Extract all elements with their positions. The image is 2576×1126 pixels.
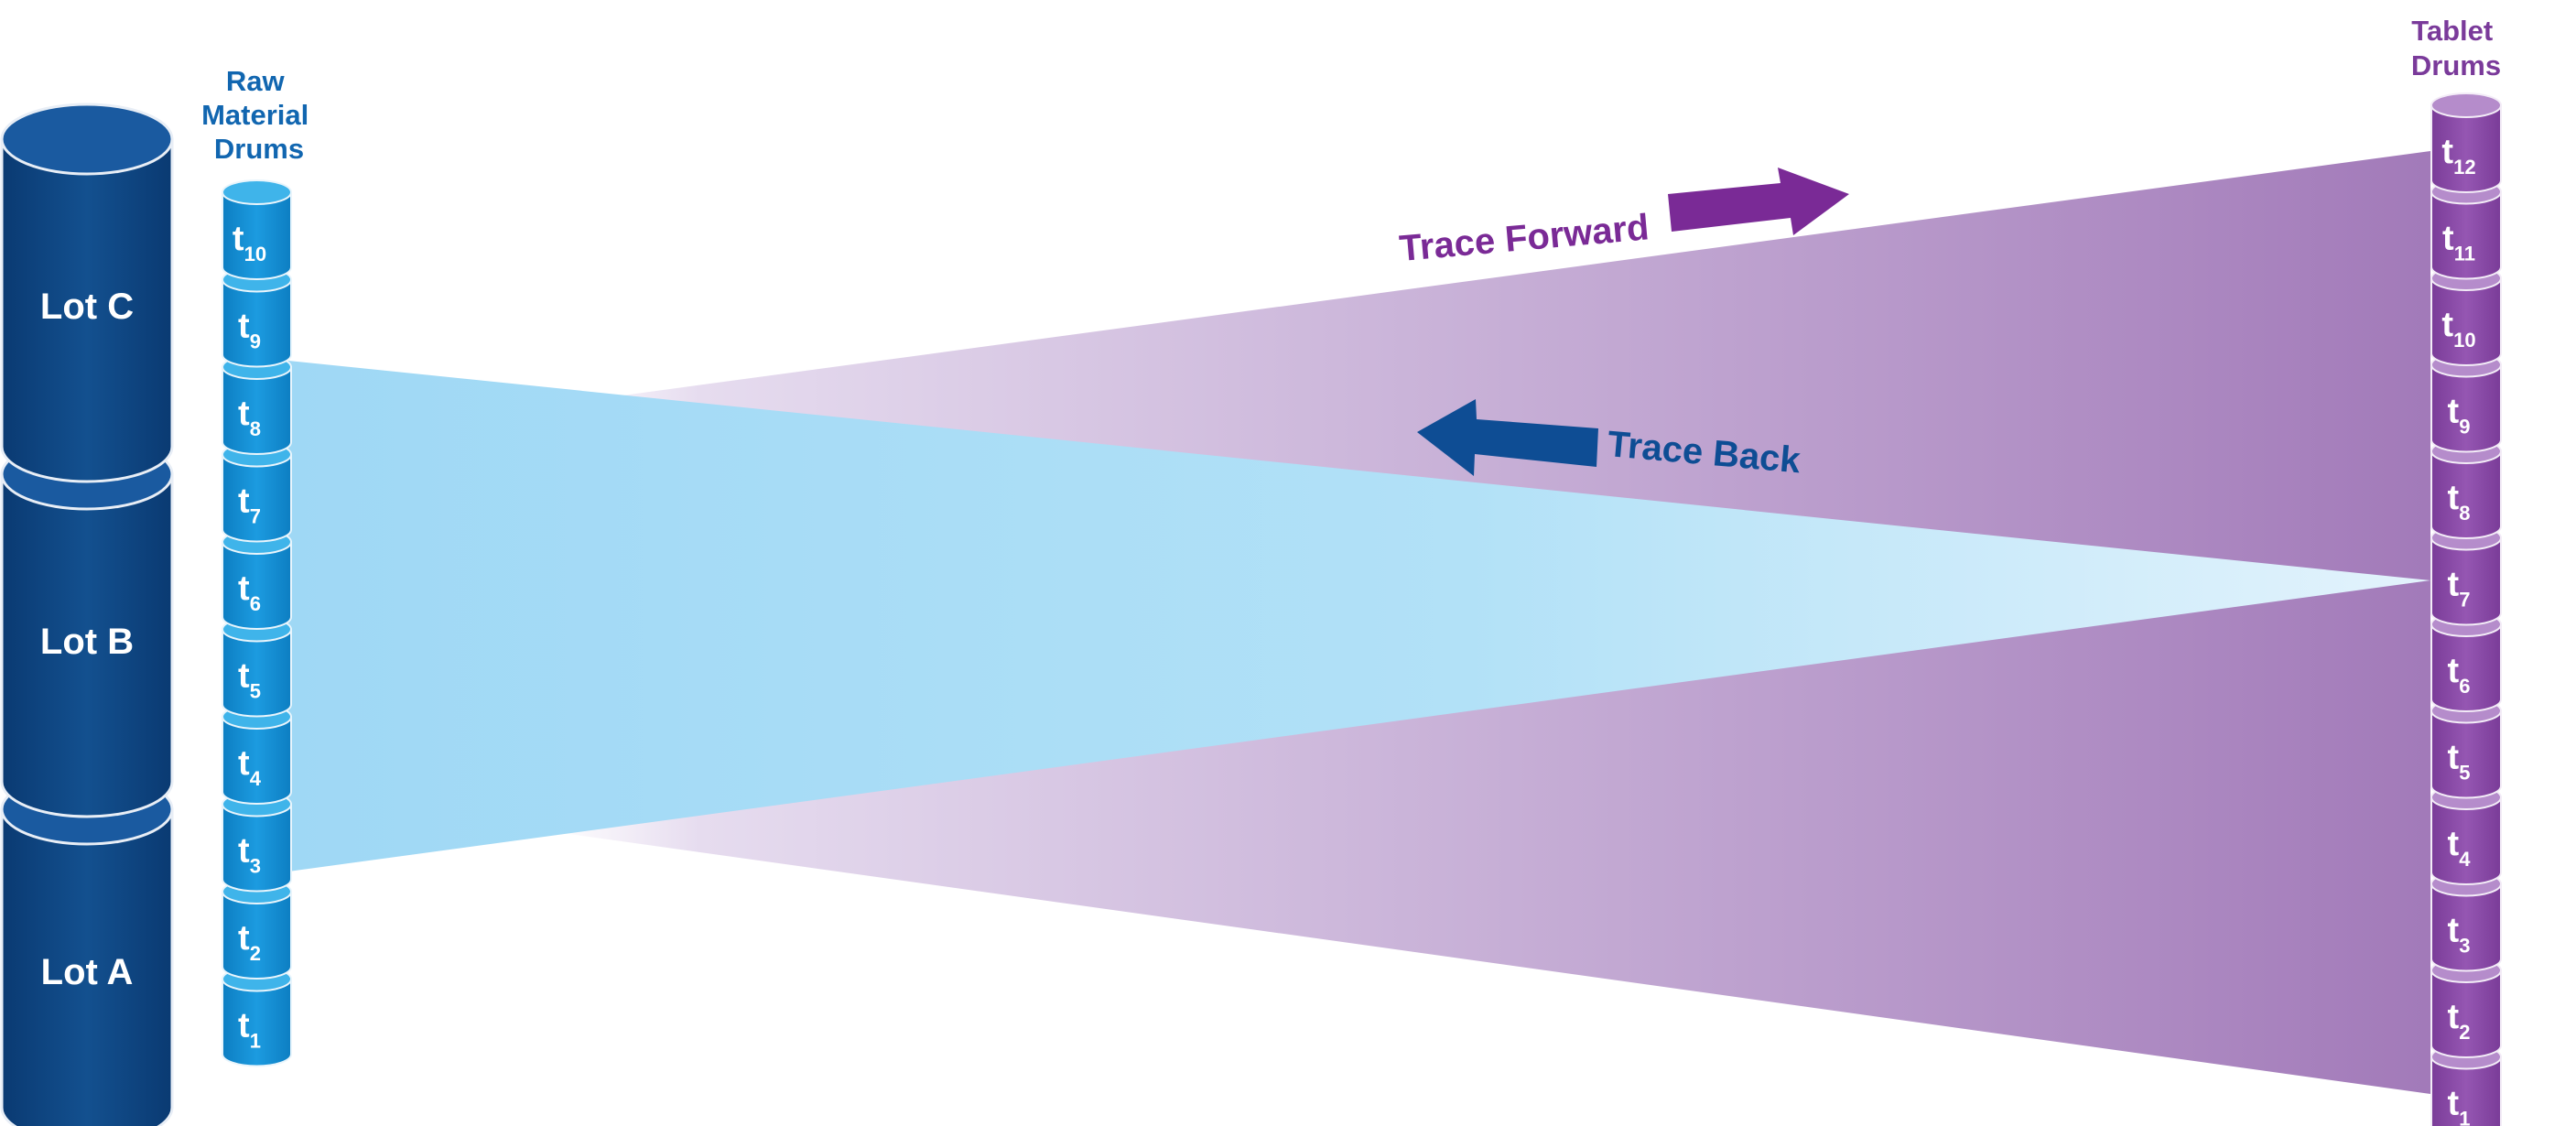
raw-drum-label: t8 (238, 395, 261, 440)
raw-drum-label: t5 (238, 657, 261, 703)
raw-drum-5-body (222, 628, 292, 718)
raw-drum-label: t4 (238, 744, 262, 790)
raw-drum-9-body (222, 278, 292, 368)
raw-drum-9: t9 (222, 266, 292, 368)
tablet-drum-label: t9 (2448, 393, 2471, 438)
lot-cylinder-0: Lot C (0, 103, 174, 483)
trace-back-arrow (1417, 399, 1598, 476)
raw-drum-label: t2 (238, 919, 261, 965)
raw-drum-label: t3 (238, 832, 261, 878)
lot-cylinder-2-body (0, 807, 174, 1126)
tablet-drum-6: t6 (2430, 612, 2502, 712)
tablet-drum-label: t3 (2448, 912, 2471, 958)
raw-drum-10: t10 (222, 179, 292, 280)
tablet-drum-label: t8 (2448, 479, 2471, 525)
tablet-drum-label: t4 (2448, 825, 2472, 871)
raw-drum-4-body (222, 716, 292, 805)
tablet-drum-label: t2 (2448, 998, 2471, 1044)
tablet-drum-11-body (2430, 190, 2502, 280)
raw-drum-label: t1 (238, 1007, 261, 1053)
lot-cylinder-1: Lot B (0, 438, 174, 818)
tablet-drum-8: t8 (2430, 438, 2502, 539)
lot-label: Lot B (40, 622, 134, 662)
lot-cylinder-1-body (0, 472, 174, 818)
raw-drum-2: t2 (222, 879, 292, 980)
tablet-drum-12-body (2430, 104, 2502, 193)
tablet-drum-6-body (2430, 623, 2502, 712)
tablet-drum-label: t10 (2441, 306, 2475, 352)
raw-drum-label: t9 (238, 308, 261, 353)
tablet-drum-label: t5 (2448, 739, 2471, 785)
raw-material-drums: t1 t2 t3 t4 t5 t6 t7 t8 t9 t10 (222, 179, 292, 1067)
tablet-drum-7-body (2430, 536, 2502, 626)
tablet-drum-4: t4 (2430, 785, 2502, 885)
lot-label: Lot C (40, 287, 134, 327)
tablet-drum-8-body (2430, 450, 2502, 539)
lot-cylinder-0-top (0, 103, 174, 176)
raw-drum-3-body (222, 803, 292, 893)
tablet-drum-11: t11 (2430, 179, 2502, 280)
tablet-drum-label: t1 (2448, 1085, 2471, 1126)
lot-cylinder-0-body (0, 137, 174, 483)
lot-cylinders: Lot A Lot B Lot C (0, 103, 174, 1126)
tablet-drum-4-body (2430, 796, 2502, 885)
raw-drum-7: t7 (222, 441, 292, 543)
tablet-drum-label: t7 (2448, 566, 2471, 612)
tablet-drum-12: t12 (2430, 92, 2502, 193)
tablet-drums-heading: Tablet Drums (2411, 15, 2501, 81)
raw-drum-4: t4 (222, 704, 292, 805)
trace-forward-arrow (1668, 168, 1849, 235)
lot-label: Lot A (41, 952, 134, 992)
trace-forward-label: Trace Forward (1398, 207, 1651, 269)
raw-material-heading: Raw Material Drums (201, 65, 317, 165)
tablet-drum-10: t10 (2430, 265, 2502, 366)
tablet-drum-9-body (2430, 363, 2502, 453)
raw-drum-3: t3 (222, 791, 292, 893)
tablet-drum-1-body (2430, 1056, 2502, 1126)
raw-drum-label: t10 (233, 220, 266, 265)
tablet-drum-label: t11 (2442, 220, 2475, 265)
raw-drum-1: t1 (222, 966, 292, 1067)
tablet-drum-3-body (2430, 882, 2502, 972)
tablet-drum-12-top (2430, 92, 2502, 118)
tablet-drum-7: t7 (2430, 525, 2502, 626)
tablet-drums: t1 t2 t3 t4 t5 t6 t7 t8 t9 t10 t11 t12 (2430, 92, 2502, 1126)
raw-drum-10-body (222, 191, 292, 280)
trace-back-beam (288, 361, 2430, 872)
raw-drum-label: t6 (238, 569, 261, 615)
lot-cylinder-2: Lot A (0, 773, 174, 1126)
tablet-drum-10-body (2430, 277, 2502, 366)
tablet-drum-2-body (2430, 969, 2502, 1058)
raw-drum-5: t5 (222, 616, 292, 718)
raw-drum-8-body (222, 366, 292, 455)
raw-drum-10-top (222, 179, 292, 205)
raw-drum-2-body (222, 891, 292, 980)
tablet-drum-2: t2 (2430, 958, 2502, 1058)
tablet-drum-label: t6 (2448, 652, 2471, 698)
raw-drum-1-body (222, 978, 292, 1067)
tablet-drum-5-body (2430, 709, 2502, 799)
raw-drum-label: t7 (238, 482, 261, 528)
raw-drum-6-body (222, 541, 292, 630)
raw-drum-7-body (222, 453, 292, 543)
raw-drum-6: t6 (222, 529, 292, 630)
tablet-drum-5: t5 (2430, 698, 2502, 799)
raw-drum-8: t8 (222, 354, 292, 455)
tablet-drum-3: t3 (2430, 871, 2502, 972)
tablet-drum-label: t12 (2441, 133, 2475, 179)
tablet-drum-9: t9 (2430, 352, 2502, 453)
